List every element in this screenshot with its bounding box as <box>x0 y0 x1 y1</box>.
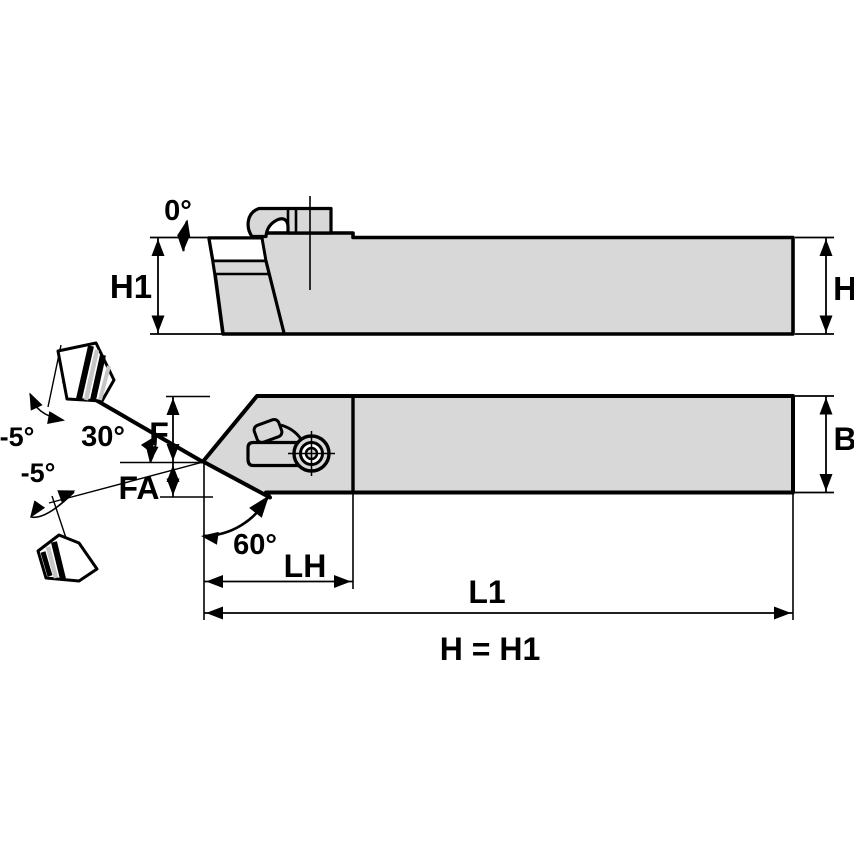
dimension-h1 <box>150 236 222 335</box>
label-h1: H1 <box>110 268 152 305</box>
label-lh: LH <box>284 548 327 584</box>
label-b: B <box>833 421 854 457</box>
top-view-shim <box>211 259 271 276</box>
insert-detail-upper <box>23 341 116 427</box>
label-f: F <box>149 416 169 452</box>
insert-detail-lower <box>24 484 99 583</box>
top-view-shank-body <box>207 231 795 336</box>
dimension-b <box>795 395 834 494</box>
insert-tilt-lower-arc <box>30 491 75 519</box>
top-view-clamp <box>246 206 333 239</box>
dimension-f-fa <box>160 395 213 498</box>
label-insert-tilt-lower: -5° <box>21 458 56 488</box>
top-view <box>150 196 834 336</box>
top-view-insert <box>207 236 268 263</box>
dimension-l1 <box>204 494 794 620</box>
label-l1: L1 <box>468 574 505 610</box>
dimension-h <box>795 236 834 335</box>
label-h: H <box>833 270 854 307</box>
top-view-clamp-slot-lines <box>286 208 298 233</box>
label-insert-tilt-upper: -5° <box>0 422 34 452</box>
label-note-h-equals-h1: H = H1 <box>440 631 540 667</box>
dimension-lh <box>204 494 354 589</box>
label-fa: FA <box>119 470 160 506</box>
bottom-view-screw <box>288 431 335 476</box>
bottom-view <box>23 341 834 620</box>
top-view-pocket-line <box>264 260 286 334</box>
label-rake-angle: 0° <box>164 195 192 227</box>
label-lead-angle: 30° <box>81 421 125 453</box>
label-point-angle: 60° <box>233 529 277 561</box>
